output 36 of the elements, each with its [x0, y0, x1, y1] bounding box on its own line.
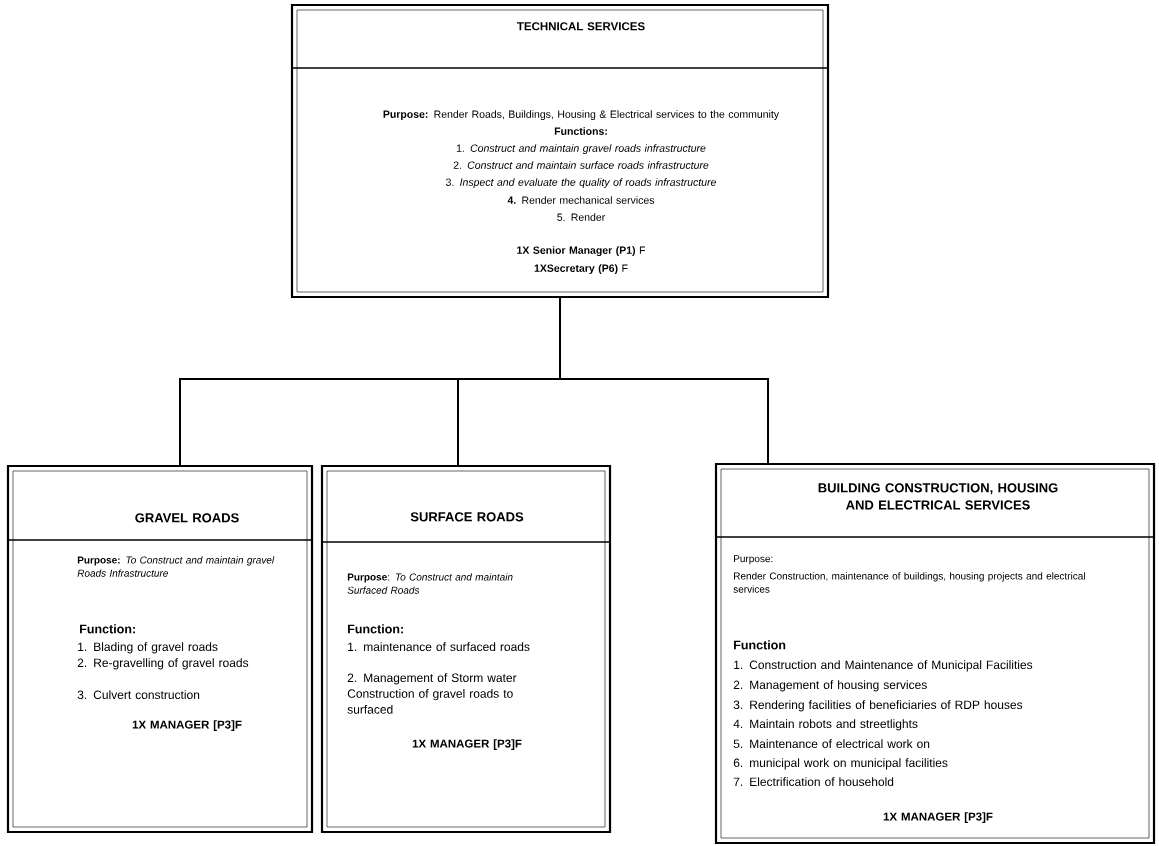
- functions-heading: Function:: [348, 624, 403, 634]
- staffing-text: 1X MANAGER [P3]F: [132, 720, 242, 731]
- list-item: 2. Management of housing services: [733, 680, 927, 692]
- list-item: 3. Rendering facilities of beneficiaries of RDP houses: [733, 700, 1023, 712]
- functions-heading: Function:: [80, 624, 135, 634]
- functions-heading: Function: [734, 640, 786, 650]
- staffing-text: 1X Senior Manager (P1) F: [517, 246, 646, 257]
- list-item: 1. Blading of gravel roads: [78, 642, 218, 654]
- box-title: SURFACE ROADS: [410, 512, 524, 522]
- list-item: 6. municipal work on municipal facilities: [733, 758, 948, 770]
- staffing-text: 1X MANAGER [P3]F: [412, 739, 522, 750]
- list-item: 5. Maintenance of electrical work on: [733, 739, 930, 748]
- purpose-text: Render Construction, maintenance of buildings, housing projects and electrical services: [733, 572, 1085, 593]
- purpose-text: Purpose: To Construct and maintain gravel Roads Infrastructure: [77, 556, 275, 577]
- purpose-text: Purpose: To Construct and maintain Surfaced Roads: [347, 573, 513, 594]
- box-title: TECHNICAL SERVICES: [517, 22, 645, 31]
- list-item: 4. Render mechanical services: [507, 196, 655, 204]
- staffing-text: 1X MANAGER [P3]F: [883, 812, 993, 823]
- connector-line: [559, 297, 769, 464]
- list-item: 3. Inspect and evaluate the quality of roads infrastructure: [446, 178, 716, 188]
- box-title: GRAVEL ROADS: [135, 513, 239, 523]
- purpose-text: Purpose: Render Roads, Buildings, Housing & Electrical services to the community: [383, 110, 780, 120]
- list-item: 5. Render: [557, 213, 606, 221]
- list-item: 2. Construct and maintain surface roads infrastructure: [453, 161, 709, 169]
- list-item: 2. Re-gravelling of gravel roads: [77, 658, 249, 670]
- list-item: 1. Construct and maintain gravel roads infrastructure: [456, 144, 706, 154]
- list-item: 3. Culvert construction: [77, 690, 200, 699]
- staffing-text: 1XSecretary (P6) F: [534, 264, 628, 274]
- purpose-text: Purpose:: [734, 555, 773, 565]
- list-item: 1. Construction and Maintenance of Municipal Facilities: [734, 660, 1033, 672]
- list-item: 1. maintenance of surfaced roads: [348, 642, 530, 651]
- functions-heading: Functions:: [554, 127, 607, 135]
- list-item: 4. Maintain robots and streetlights: [733, 719, 918, 731]
- list-item: 2. Management of Storm water Construction of gravel roads to surfaced: [347, 673, 517, 714]
- list-item: 7. Electrification of household: [733, 777, 894, 786]
- box-title: BUILDING CONSTRUCTION, HOUSING AND ELECTRICAL SERVICES: [818, 483, 1058, 510]
